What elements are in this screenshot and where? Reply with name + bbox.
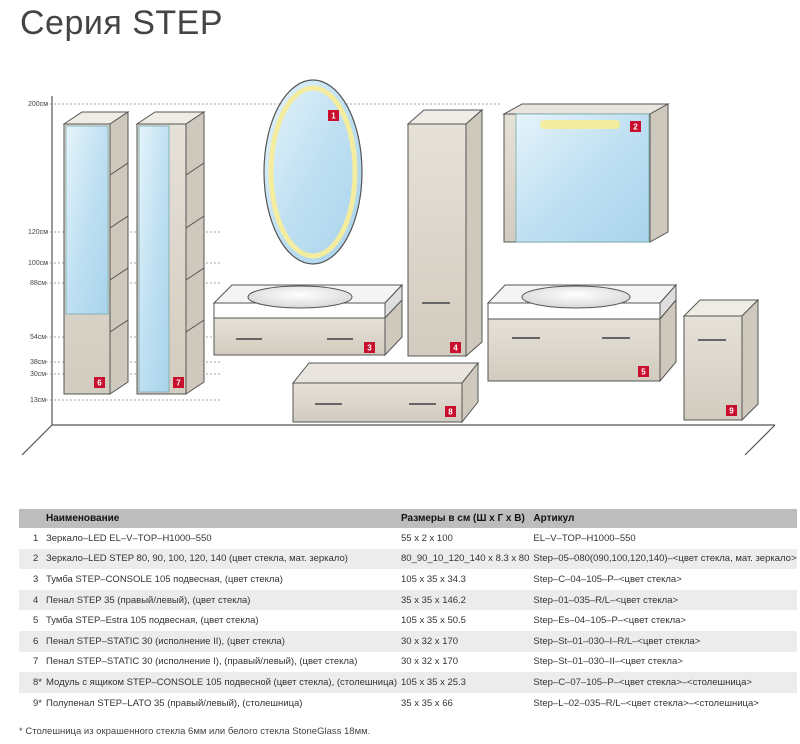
item-3-console-sink [212, 283, 404, 357]
table-row: 7 Пенал STEP–STATIC 30 (исполнение I), (… [19, 652, 797, 673]
badge-number: 1 [331, 112, 336, 121]
row-number: 4 [19, 589, 42, 611]
furniture-illustration: 200см 120см 100см 88см 54см 38см 30см 13… [21, 79, 776, 456]
table-row: 4 Пенал STEP 35 (правый/левый), (цвет ст… [19, 589, 797, 611]
table-header-row: Наименование Размеры в см (Ш х Г х В) Ар… [19, 509, 797, 528]
row-name: Тумба STEP–Estra 105 подвесная, (цвет ст… [45, 615, 259, 627]
row-article: Step–L–02–035–R/L–<цвет стекла>–<столешн… [533, 697, 759, 709]
row-number: 7 [33, 656, 39, 668]
row-name: Тумба STEP–CONSOLE 105 подвесная, (цвет … [45, 573, 283, 585]
row-article: Step–C–07–105–P–<цвет стекла>–<столешниц… [529, 672, 797, 693]
row-dims: 35 x 35 x 146.2 [397, 589, 530, 611]
row-name: Модуль с ящиком STEP–CONSOLE 105 подвесн… [41, 672, 397, 693]
footnote: * Столешница из окрашенного стекла 6мм и… [19, 726, 371, 737]
row-name: Зеркало–LED EL–V–TOP–H1000–550 [45, 532, 212, 544]
row-dims: 105 x 35 x 50.5 [401, 615, 466, 627]
row-number: 1 [33, 532, 39, 544]
badge-number: 7 [176, 379, 181, 388]
row-dims: 30 x 32 x 170 [401, 656, 459, 668]
figure-badges: 1 2 3 4 5 6 7 8 9 [94, 110, 737, 417]
row-number: 8* [19, 672, 42, 693]
scale-label: 200см [28, 101, 48, 108]
row-name: Пенал STEP 35 (правый/левый), (цвет стек… [41, 589, 397, 611]
table-row: 3 Тумба STEP–CONSOLE 105 подвесная, (цве… [19, 569, 797, 590]
row-dims: 55 x 2 x 100 [401, 532, 453, 544]
row-number: 2 [19, 548, 42, 570]
scale-label: 100см [28, 260, 48, 267]
row-dims: 105 x 35 x 25.3 [397, 672, 530, 693]
row-number: 6 [19, 630, 42, 652]
row-article: Step–05–080(090,100,120,140)–<цвет стекл… [529, 548, 797, 570]
scale-label: 38см [30, 359, 46, 366]
item-1-oval-mirror [263, 79, 363, 265]
item-4-tall-cabinet [406, 108, 484, 358]
table-row: 9* Полупенал STEP–LATO 35 (правый/левый)… [19, 693, 797, 714]
table-row: 5 Тумба STEP–Estra 105 подвесная, (цвет … [19, 610, 797, 631]
row-article: Step–C–04–105–P–<цвет стекла> [533, 573, 682, 585]
row-article: Step–01–035–R/L–<цвет стекла> [529, 589, 797, 611]
row-dims: 80_90_10_120_140 x 8.3 x 80 [397, 548, 530, 570]
scale-label: 30см [30, 371, 46, 378]
row-dims: 30 x 32 x 170 [397, 630, 530, 652]
row-number: 9* [33, 697, 42, 709]
spec-table: Наименование Размеры в см (Ш х Г х В) Ар… [19, 509, 797, 713]
row-article: Step–St–01–030–I–R/L–<цвет стекла> [529, 630, 797, 652]
row-article: Step–St–01–030–II–<цвет стекла> [533, 656, 683, 668]
col-header-dims: Размеры в см (Ш х Г х В) [397, 509, 530, 528]
scale-label: 120см [28, 229, 48, 236]
row-name: Зеркало–LED STEP 80, 90, 100, 120, 140 (… [41, 548, 397, 570]
row-name: Пенал STEP–STATIC 30 (исполнение II), (ц… [41, 630, 397, 652]
col-header-article: Артикул [529, 509, 797, 528]
item-7-tall-cabinet [135, 111, 206, 395]
room-outline [21, 96, 776, 456]
row-name: Пенал STEP–STATIC 30 (исполнение I), (пр… [45, 656, 358, 668]
row-name: Полупенал STEP–LATO 35 (правый/левый), (… [45, 697, 303, 709]
scale-label: 13см [30, 397, 46, 404]
item-5-estra-sink [486, 283, 678, 383]
item-6-tall-cabinet [62, 111, 130, 395]
scale-label: 54см [30, 334, 46, 341]
page-title: Серия STEP [20, 4, 224, 42]
table-row: 2 Зеркало–LED STEP 80, 90, 100, 120, 140… [19, 548, 797, 570]
badge-number: 9 [729, 407, 734, 416]
badge-number: 2 [633, 123, 638, 132]
col-header-name: Наименование [41, 509, 397, 528]
item-2-led-mirror [502, 103, 670, 243]
item-8-drawer-module [291, 361, 480, 424]
row-article: Step–Es–04–105–P–<цвет стекла> [533, 615, 686, 627]
badge-number: 3 [367, 344, 372, 353]
row-number: 5 [33, 615, 39, 627]
badge-number: 6 [97, 379, 102, 388]
table-row: 8* Модуль с ящиком STEP–CONSOLE 105 подв… [19, 672, 797, 693]
badge-number: 8 [448, 408, 453, 417]
scale-labels: 200см 120см 100см 88см 54см 38см 30см 13… [28, 101, 48, 404]
row-article: EL–V–TOP–H1000–550 [533, 532, 636, 544]
col-header-number [19, 509, 42, 528]
table-row: 6 Пенал STEP–STATIC 30 (исполнение II), … [19, 630, 797, 652]
item-9-half-cabinet [682, 298, 760, 422]
table-row: 1 Зеркало–LED EL–V–TOP–H1000–550 55 x 2 … [19, 528, 797, 549]
row-dims: 105 x 35 x 34.3 [401, 573, 466, 585]
badge-number: 5 [641, 368, 646, 377]
row-dims: 35 x 35 x 66 [401, 697, 453, 709]
scale-label: 88см [30, 280, 46, 287]
badge-number: 4 [453, 344, 458, 353]
row-number: 3 [33, 573, 39, 585]
